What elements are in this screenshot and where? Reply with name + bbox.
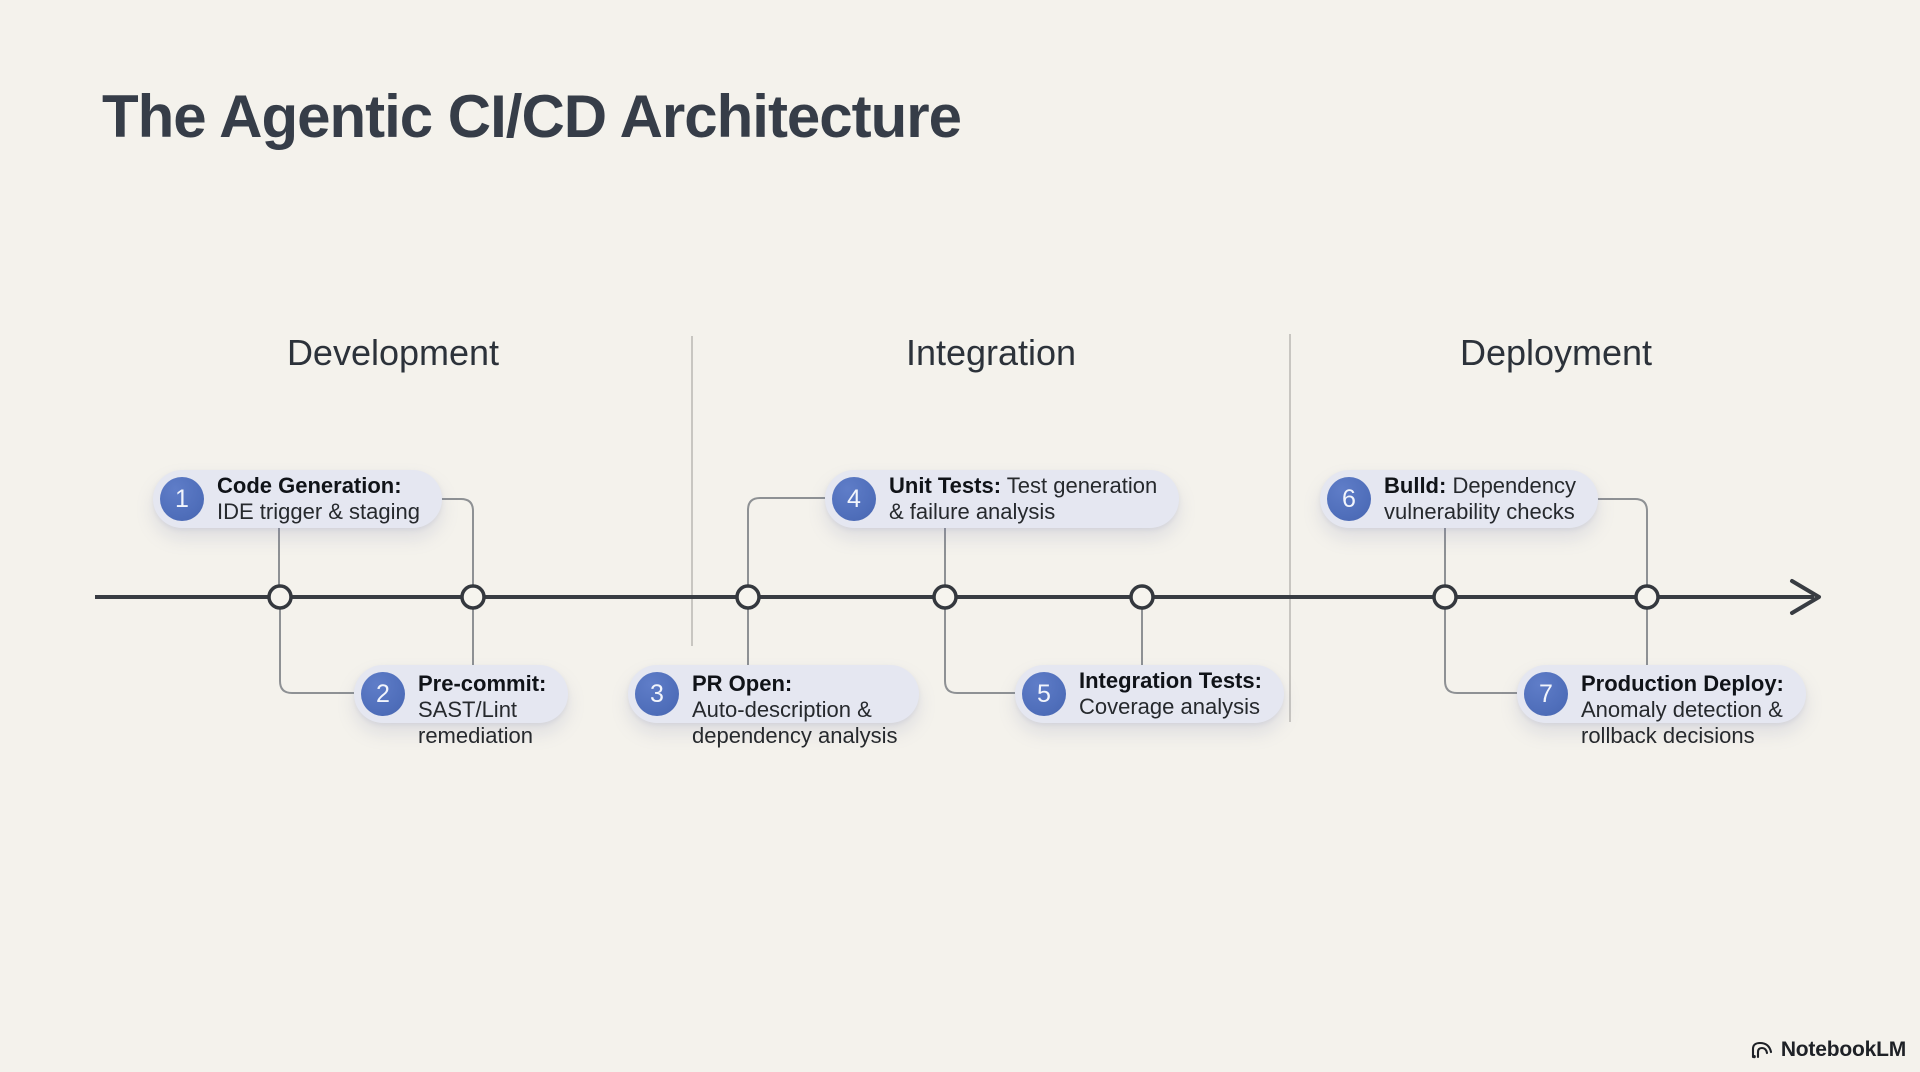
step-desc-inline: Dependency [1446,473,1576,498]
step-label: Bulld: Dependency vulnerability checks [1384,473,1576,525]
step-label: PR Open: Auto-description & dependency a… [692,665,897,749]
connector-step1-node2 [403,498,474,586]
milestone-node-7 [1634,584,1660,610]
notebooklm-brand: NotebookLM [1750,1038,1906,1062]
step-desc-line: Auto-description & [692,697,872,722]
step-desc-line: IDE trigger & staging [217,499,420,524]
step-title: Unit Tests: [889,473,1002,498]
milestone-node-5 [1129,584,1155,610]
step-number-badge: 5 [1022,672,1066,716]
step-title: PR Open: [692,671,793,696]
step-label: Unit Tests: Test generation & failure an… [889,473,1157,525]
milestone-node-4 [932,584,958,610]
connector-node4-step5 [944,608,1015,694]
step-label: Production Deploy: Anomaly detection & r… [1581,665,1784,749]
page-title: The Agentic CI/CD Architecture [102,83,962,150]
timeline-arrowhead-icon [1790,579,1821,615]
notebooklm-brand-text: NotebookLM [1780,1038,1906,1061]
step-number-badge: 7 [1524,672,1568,716]
step-pill-production-deploy: 7 Production Deploy: Anomaly detection &… [1517,665,1806,748]
step-desc-line: Coverage analysis [1079,694,1260,719]
step-number-badge: 3 [635,672,679,716]
step-title: Integration Tests: [1079,668,1262,693]
step-pill-pr-open: 3 PR Open: Auto-description & dependency… [628,665,920,748]
phase-label-development: Development [286,332,500,373]
step-number-badge: 1 [160,477,204,521]
connector-node6-step7 [1444,608,1517,694]
step-desc-line: rollback decisions [1581,723,1755,748]
step-pill-pre-commit: 2 Pre-commit: SAST/Lint remediation [354,665,569,748]
milestone-node-6 [1432,584,1458,610]
step-number-badge: 2 [361,672,405,716]
connector-step6-node7 [1583,498,1648,586]
milestone-node-3 [735,584,761,610]
phase-label-integration: Integration [905,332,1077,373]
step-label: Pre-commit: SAST/Lint remediation [418,665,546,749]
milestone-node-2 [460,584,486,610]
step-desc-line: remediation [418,723,533,748]
connector-node3-step4 [747,497,825,586]
step-pill-build: 6 Bulld: Dependency vulnerability checks [1320,470,1598,528]
milestone-node-1 [267,584,293,610]
step-label: Integration Tests: Coverage analysis [1079,668,1262,720]
step-number-badge: 4 [832,477,876,521]
milestone-nodes [267,584,1660,610]
step-desc-line: SAST/Lint [418,697,518,722]
step-desc-inline: Test generation [1001,473,1158,498]
notebooklm-logo-icon [1751,1041,1772,1059]
step-pill-code-generation: 1 Code Generation: IDE trigger & staging [153,470,442,528]
connector-lines [278,497,1648,694]
step-title: Production Deploy: [1581,671,1784,696]
step-desc-line: Anomaly detection & [1581,697,1783,722]
step-desc-line: vulnerability checks [1384,499,1575,524]
step-pill-integration-tests: 5 Integration Tests: Coverage analysis [1015,665,1284,723]
step-pill-unit-tests: 4 Unit Tests: Test generation & failure … [825,470,1180,528]
step-title: Bulld: [1384,473,1447,498]
step-label: Code Generation: IDE trigger & staging [217,473,420,525]
step-title: Code Generation: [217,473,402,498]
step-title: Pre-commit: [418,671,547,696]
phase-label-deployment: Deployment [1459,332,1653,373]
step-desc-line: & failure analysis [889,499,1056,524]
step-number-badge: 6 [1327,477,1371,521]
connector-node1-step2 [279,608,354,694]
step-desc-line: dependency analysis [692,723,898,748]
